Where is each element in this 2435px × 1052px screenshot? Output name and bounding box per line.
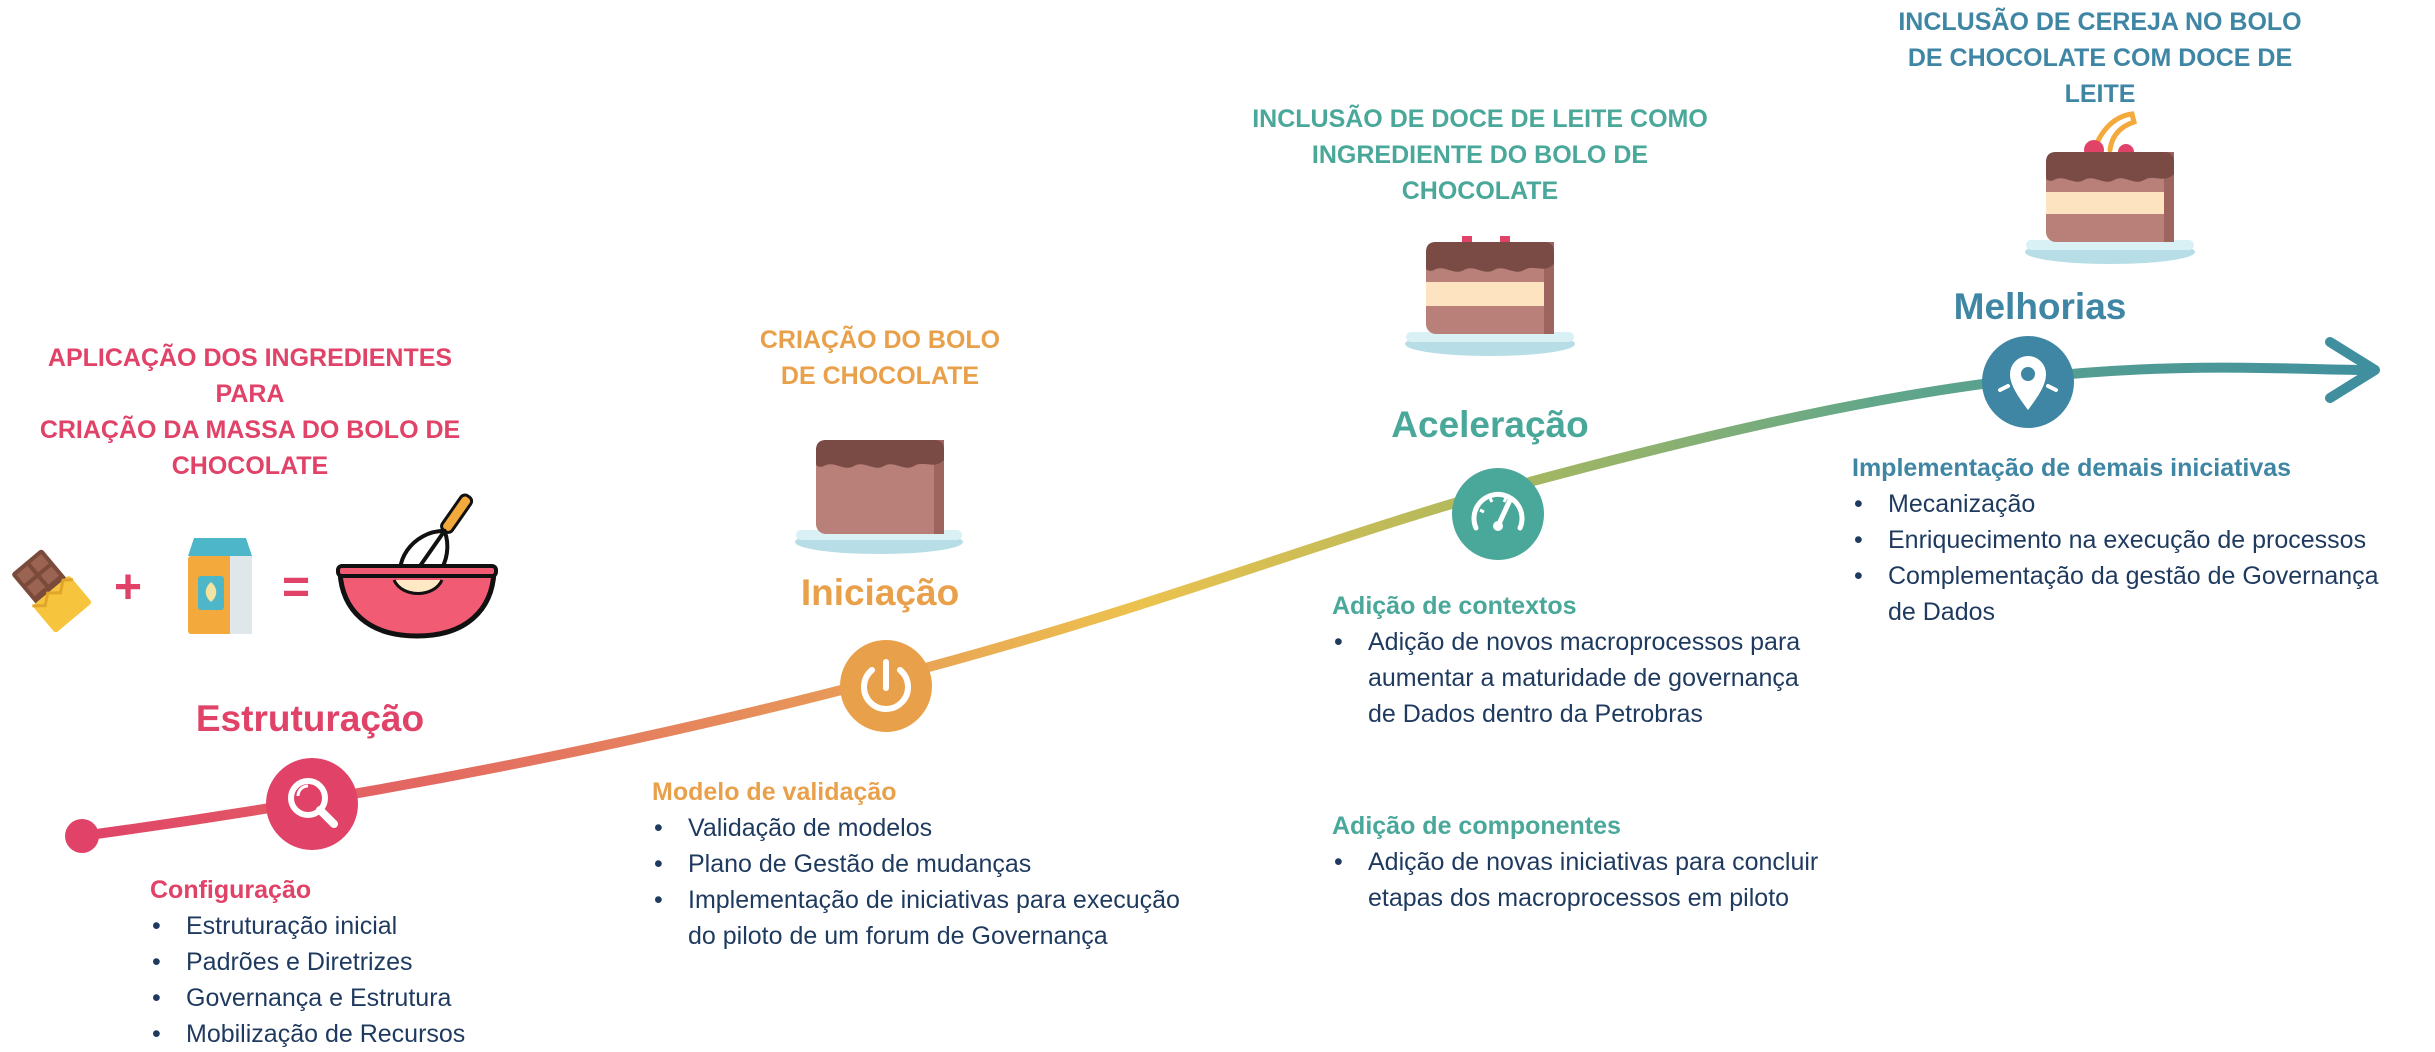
block-contextos: Adição de contextos Adição de novos macr…: [1332, 588, 1892, 732]
timeline-start-dot: [65, 819, 99, 853]
mixing-bowl-icon: [336, 493, 498, 639]
list-item: Governança e Estrutura: [150, 980, 570, 1016]
bullet-list: Adição de novas iniciativas para conclui…: [1332, 844, 1912, 916]
bullet-list: Mecanização Enriquecimento na execução d…: [1852, 486, 2432, 630]
list-item: de Dados dentro da Petrobras: [1368, 700, 1703, 728]
block-implementacao: Implementação de demais iniciativas Meca…: [1852, 450, 2432, 630]
milk-carton-icon: [188, 538, 252, 634]
list-item: Mobilização de Recursos: [150, 1016, 570, 1052]
caption-aceleracao: INCLUSÃO DE DOCE DE LEITE COMO INGREDIEN…: [1252, 105, 1708, 205]
stage-title-estruturacao: Estruturação: [195, 698, 425, 739]
stage-title-aceleracao: Aceleração: [1391, 404, 1589, 445]
plus-sign: +: [114, 561, 143, 614]
list-item: Complementação da gestão de Governança: [1852, 558, 2432, 594]
magnifier-icon: [266, 758, 358, 850]
bullet-list: Adição de novos macroprocessos para aume…: [1332, 624, 1892, 732]
list-item: Mecanização: [1852, 486, 2432, 522]
block-title: Implementação de demais iniciativas: [1852, 454, 2292, 482]
list-item: etapas dos macroprocessos em piloto: [1368, 884, 1790, 912]
location-pin-icon: [1982, 336, 2074, 428]
list-item: Adição de novas iniciativas para conclui…: [1332, 844, 1912, 880]
stage-title-iniciacao: Iniciação: [800, 572, 960, 613]
block-title: Adição de componentes: [1332, 812, 1621, 840]
list-item: Enriquecimento na execução de processos: [1852, 522, 2432, 558]
list-item: aumentar a maturidade de governança: [1368, 664, 1799, 692]
bullet-list: Validação de modelos Plano de Gestão de …: [652, 810, 1272, 954]
layered-cake-icon: [1405, 236, 1575, 356]
list-item: Adição de novos macroprocessos para: [1332, 624, 1892, 660]
timeline-arrow-head: [2325, 337, 2380, 403]
list-item: Padrões e Diretrizes: [150, 944, 570, 980]
block-title: Configuração: [150, 876, 312, 904]
list-item: Plano de Gestão de mudanças: [652, 846, 1272, 882]
chocolate-cake-icon: [795, 440, 963, 554]
speedometer-icon: [1452, 468, 1544, 560]
list-item: de Dados: [1888, 598, 1996, 626]
block-title: Adição de contextos: [1332, 592, 1577, 620]
stage-title-melhorias: Melhorias: [1953, 286, 2127, 327]
block-configuracao: Configuração Estruturação inicial Padrõe…: [150, 872, 570, 1052]
equals-sign: =: [282, 561, 311, 614]
chocolate-bar-icon: [12, 549, 92, 633]
list-item: Implementação de iniciativas para execuç…: [652, 882, 1272, 918]
caption-melhorias: INCLUSÃO DE CEREJA NO BOLO DE CHOCOLATE …: [1898, 8, 2302, 108]
list-item: Estruturação inicial: [150, 908, 570, 944]
caption-estruturacao: APLICAÇÃO DOS INGREDIENTES PARA CRIAÇÃO …: [39, 344, 461, 480]
block-title: Modelo de validação: [652, 778, 897, 806]
block-modelo: Modelo de validação Validação de modelos…: [652, 774, 1272, 954]
caption-iniciacao: CRIAÇÃO DO BOLO DE CHOCOLATE: [759, 326, 1001, 390]
list-item: Validação de modelos: [652, 810, 1272, 846]
cherry-cake-icon: [2025, 111, 2195, 264]
list-item: do piloto de um forum de Governança: [688, 922, 1108, 950]
power-icon: [840, 640, 932, 732]
block-componentes: Adição de componentes Adição de novas in…: [1332, 808, 1912, 916]
bullet-list: Estruturação inicial Padrões e Diretrize…: [150, 908, 570, 1052]
